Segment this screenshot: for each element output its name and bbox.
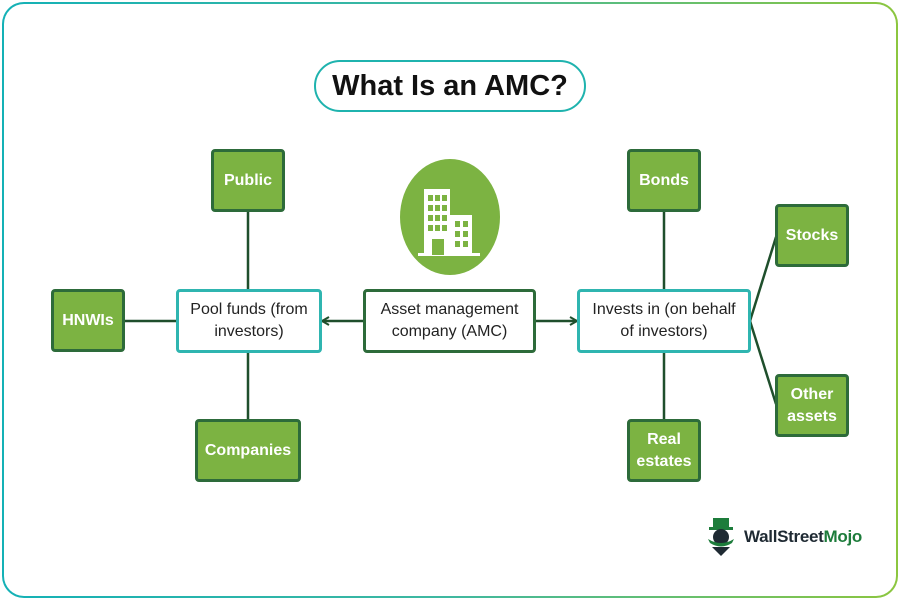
- target-real-estates: Real estates: [627, 419, 701, 482]
- pool-funds-box: Pool funds (from investors): [176, 289, 322, 353]
- brand-name-part1: WallStreet: [744, 527, 824, 546]
- link-other-invests: [748, 320, 778, 405]
- target-stocks: Stocks: [775, 204, 849, 267]
- source-public: Public: [211, 149, 285, 212]
- invests-in-box: Invests in (on behalf of investors): [577, 289, 751, 353]
- mascot-logo-icon: [708, 518, 734, 556]
- brand-name-part2: Mojo: [823, 527, 863, 546]
- source-hnwis: HNWIs: [51, 289, 125, 352]
- brand-name: WallStreetMojo: [744, 527, 862, 547]
- page-title: What Is an AMC?: [314, 60, 586, 112]
- amc-box: Asset management company (AMC): [363, 289, 536, 353]
- building-icon: [400, 159, 500, 275]
- brand-logo: WallStreetMojo: [704, 515, 874, 559]
- target-other-assets: Other assets: [775, 374, 849, 437]
- source-companies: Companies: [195, 419, 301, 482]
- target-bonds: Bonds: [627, 149, 701, 212]
- link-stocks-invests: [748, 236, 778, 322]
